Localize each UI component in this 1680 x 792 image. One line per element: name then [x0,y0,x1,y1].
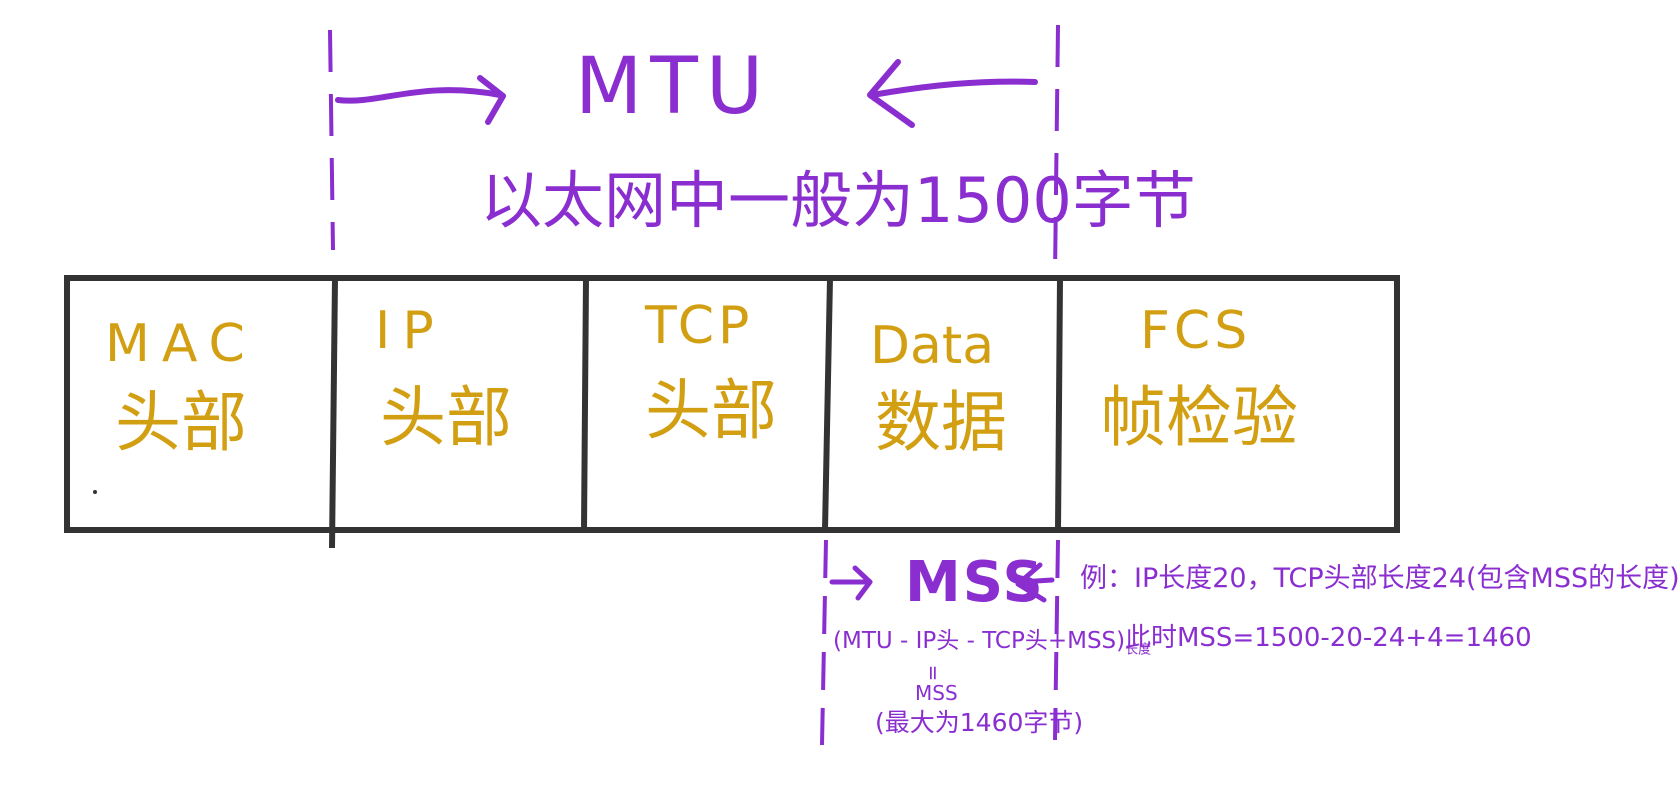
mtu-left-bound [328,29,335,251]
segment-divider [329,277,338,549]
segment-data-title: Data [870,316,995,376]
frame-box [64,275,1400,533]
mtu-left-arrowhead [867,59,915,128]
mtu-note: 以太网中一般为1500字节 [480,164,1196,237]
mss-formula: (MTU - IP头 - TCP头+MSS)长度 [833,630,1151,657]
mss-word: MSS [915,681,958,705]
segment-mac-title: MAC [105,314,257,374]
segment-divider [581,277,589,531]
mss-equals: = [921,664,946,682]
mtu-left-arrow [869,78,1038,98]
mss-formula-text: (MTU - IP头 - TCP头+MSS) [833,628,1126,654]
mss-left-bound [820,539,828,746]
mss-formula-sub: 长度 [1125,642,1152,658]
segment-ip-subtitle: 头部 [380,379,512,456]
mss-right-arrow [829,565,873,601]
segment-tcp-title: TCP [645,296,754,356]
example-line-2: 此时MSS=1500-20-24+4=1460 [1125,623,1532,653]
segment-mac-subtitle: 头部 [115,384,247,461]
mtu-right-arrow [335,87,503,104]
segment-ip-title: IP [375,301,446,361]
mtu-right-arrowhead [477,75,506,125]
mss-label: MSS [905,550,1045,615]
mtu-right-bound [1053,24,1060,276]
stray-dot [93,490,97,494]
mss-left-arrow [1015,562,1055,603]
mss-max-note: (最大为1460字节) [875,708,1084,737]
segment-tcp-subtitle: 头部 [645,372,777,449]
mss-right-bound [1053,539,1060,741]
mtu-label: MTU [575,42,772,132]
segment-divider [822,277,833,531]
segment-fcs-subtitle: 帧检验 [1100,379,1298,456]
segment-fcs-title: FCS [1140,301,1252,361]
segment-data-subtitle: 数据 [875,384,1007,461]
segment-divider [1055,277,1063,531]
example-line-1: 例：IP长度20，TCP头部长度24(包含MSS的长度) [1080,563,1680,594]
